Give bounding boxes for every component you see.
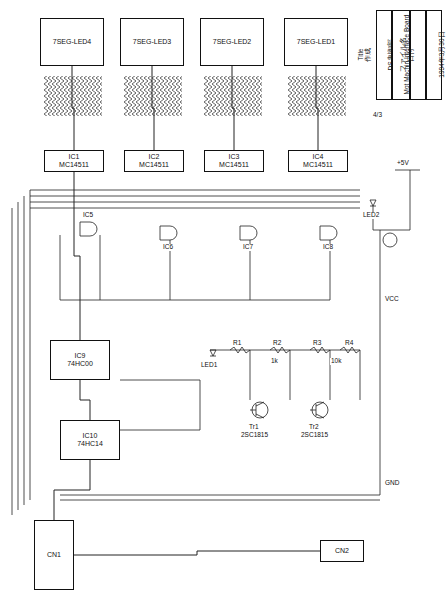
- node-text: 74HC00: [67, 360, 93, 368]
- decoder-ic: IC3MC14511: [204, 150, 264, 172]
- part-label: VCC: [384, 296, 400, 303]
- wire: [232, 66, 234, 150]
- part-label: Tr2: [308, 424, 320, 431]
- part-label: GND: [384, 480, 400, 487]
- decoder-ic: IC2MC14511: [124, 150, 184, 172]
- wire: [74, 551, 320, 555]
- ic-label: IC8: [322, 244, 334, 251]
- node-text: MC14511: [139, 161, 169, 169]
- seven-segment-led: 7SEG-LED2: [200, 18, 264, 66]
- connector: CN1: [34, 520, 74, 590]
- node-text: IC10: [83, 432, 98, 440]
- node-text: MC14511: [59, 161, 89, 169]
- node-text: 7SEG-LED2: [213, 38, 252, 46]
- wire: [80, 380, 90, 420]
- seven-segment-led: 7SEG-LED1: [284, 18, 348, 66]
- node-text: IC4: [313, 153, 324, 161]
- seven-segment-led: 7SEG-LED3: [120, 18, 184, 66]
- part-label: 2SC1815: [240, 432, 269, 439]
- part-label: R3: [312, 340, 322, 347]
- ic-label: IC5: [82, 212, 94, 219]
- decoder-ic: IC4MC14511: [288, 150, 348, 172]
- resistor-array: [44, 76, 102, 116]
- wire: [316, 66, 318, 150]
- bus-drop: [12, 190, 30, 515]
- node-text: CN2: [335, 547, 349, 555]
- wire: [54, 460, 90, 520]
- led-symbol: [210, 350, 216, 356]
- transistor-leads: [250, 402, 324, 418]
- decoder-ic: IC1MC14511: [44, 150, 104, 172]
- transistor-symbol: [383, 233, 397, 247]
- node-text: MC14511: [219, 161, 249, 169]
- part-label: R1: [232, 340, 242, 347]
- part-label: Tr1: [248, 424, 260, 431]
- select-lines: [60, 235, 330, 300]
- node-text: Title: [358, 49, 365, 61]
- connector: CN2: [320, 540, 364, 562]
- logic-ic: IC974HC00: [50, 340, 110, 380]
- title-cell: 日付1994年3月30日: [426, 10, 442, 100]
- part-label: R4: [344, 340, 354, 347]
- logic-ic: IC1074HC14: [60, 420, 120, 460]
- wire: [152, 66, 154, 150]
- counter-wires: [120, 380, 200, 430]
- node-text: IC9: [75, 352, 86, 360]
- node-text: 1994年3月30日: [437, 32, 444, 78]
- node-text: 74HC14: [77, 440, 103, 448]
- node-text: 7SEG-LED3: [133, 38, 172, 46]
- node-text: IC1: [69, 153, 80, 161]
- seven-segment-led: 7SEG-LED4: [40, 18, 104, 66]
- driver-wires: [373, 170, 420, 230]
- node-text: MC14511: [303, 161, 333, 169]
- part-label: +5V: [396, 160, 410, 167]
- driver-wires: [210, 350, 360, 400]
- part-label: 2SC1815: [300, 432, 329, 439]
- ic-label: IC7: [242, 244, 254, 251]
- part-label: 10k: [330, 358, 342, 365]
- node-text: 作成: [365, 48, 372, 62]
- part-label: R2: [272, 340, 282, 347]
- node-text: IC2: [149, 153, 160, 161]
- part-label: 1k: [270, 358, 279, 365]
- nand-gate: [80, 222, 337, 240]
- part-label: LED1: [200, 362, 218, 369]
- resistor-array: [288, 76, 346, 116]
- node-text: IC3: [229, 153, 240, 161]
- title-cell: 作成DS 制御部: [376, 10, 392, 100]
- part-label: 4/3: [372, 112, 383, 119]
- wire: [72, 66, 74, 150]
- node-text: 7SEG-LED1: [297, 38, 336, 46]
- node-text: 7SEG-LED4: [53, 38, 92, 46]
- ic-label: IC6: [162, 244, 174, 251]
- part-label: LED2: [362, 212, 380, 219]
- node-text: 日付: [407, 48, 414, 62]
- node-text: ファイル名: [399, 37, 406, 72]
- data-bus: [30, 190, 360, 208]
- resistor-array: [204, 76, 262, 116]
- wire: [74, 172, 80, 340]
- resistor-array: [124, 76, 182, 116]
- node-text: CN1: [47, 551, 61, 559]
